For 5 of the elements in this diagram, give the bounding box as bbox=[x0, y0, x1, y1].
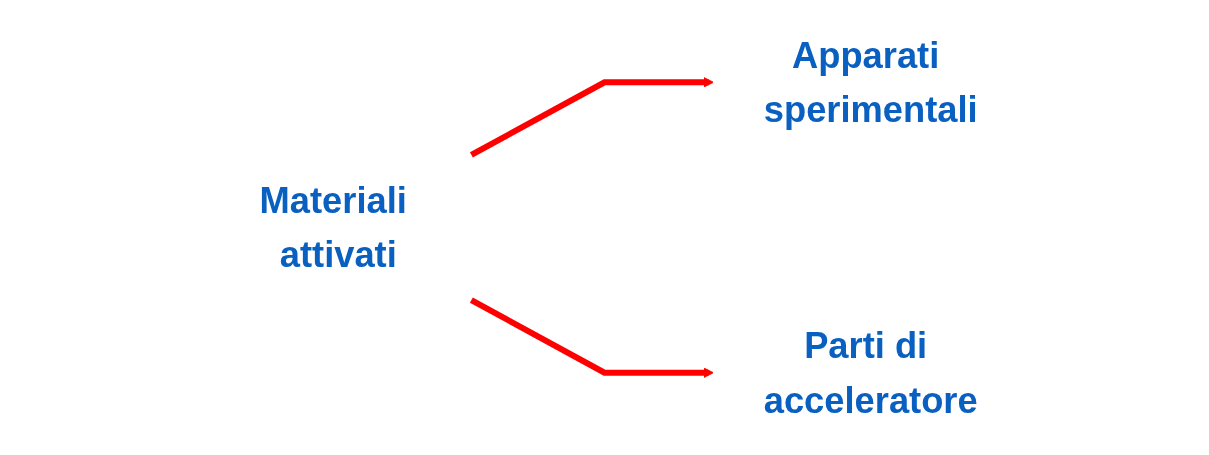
node-text: Parti di acceleratore bbox=[763, 325, 978, 420]
node-text: Materiali attivati bbox=[259, 180, 407, 275]
arrow bbox=[469, 76, 714, 158]
node-text: Apparati sperimentali bbox=[763, 35, 978, 130]
arrow bbox=[469, 297, 714, 379]
